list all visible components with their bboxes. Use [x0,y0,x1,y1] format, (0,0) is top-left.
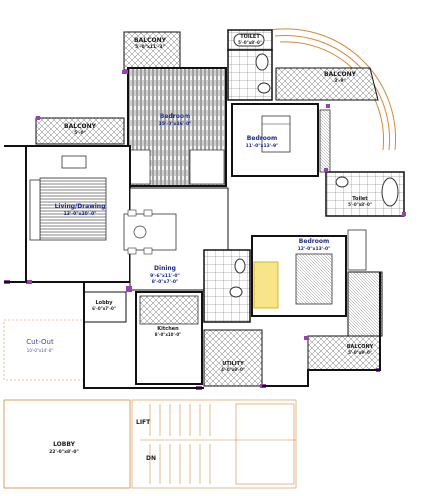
outer-walls [4,145,381,389]
room-bedroom-lower: Bedroom 12'-0"x13'-0" [251,229,367,317]
svg-text:13'-0"x20'-0": 13'-0"x20'-0" [64,211,97,217]
room-bedroom-master: Bedroom 15'-0"x16'-0" [127,67,227,187]
room-small-toilets [203,249,251,323]
svg-text:Lobby: Lobby [95,300,113,306]
room-kitchen: Kitchen 8'-0"x10'-0" [135,291,203,385]
room-balcony-bottom: BALCONY 5'-0"x9'-0" [307,271,383,371]
svg-text:8'-0"x7'-0": 8'-0"x7'-0" [152,279,179,285]
svg-text:12'-0"x13'-0": 12'-0"x13'-0" [298,246,331,252]
room-toilet-top: TOILET 5'-0"x8'-0" [227,29,273,101]
room-balcony-left: BALCONY 5'-0" [35,117,125,145]
svg-text:Kitchen: Kitchen [157,326,179,332]
svg-text:TOILET: TOILET [240,34,260,40]
svg-text:BALCONY: BALCONY [324,71,357,78]
svg-text:5'-0": 5'-0" [74,130,86,136]
svg-text:5'-0"x11'-3": 5'-0"x11'-3" [135,44,165,50]
svg-text:LOBBY: LOBBY [53,441,76,448]
svg-text:11'-0"x13'-9": 11'-0"x13'-9" [246,143,279,149]
svg-text:Cut-Out: Cut-Out [26,338,54,346]
svg-text:Living/Drawing: Living/Drawing [55,203,106,210]
room-bedroom-mid: Bedroom 11'-0"x13'-9" [231,103,331,177]
room-lobby-main: LOBBY 22'-0"x8'-0" [3,399,131,489]
svg-text:Bedroom: Bedroom [247,135,277,142]
stair-down-label: DN [146,455,156,462]
svg-text:9'-6"x11'-0": 9'-6"x11'-0" [150,273,180,279]
svg-text:15'-0"x16'-0": 15'-0"x16'-0" [159,121,192,127]
svg-text:BALCONY: BALCONY [134,37,167,44]
room-lobby-small: Lobby 6'-0"x7'-0" [83,291,127,323]
svg-text:BALCONY: BALCONY [347,344,374,350]
svg-text:6'-0"x7'-0": 6'-0"x7'-0" [92,306,116,311]
svg-text:22'-0"x8'-0": 22'-0"x8'-0" [49,449,79,455]
room-balcony-top-left: BALCONY 5'-0"x11'-3" [123,31,181,71]
staircase [131,399,297,489]
room-living: Living/Drawing 13'-0"x20'-0" [25,145,131,283]
svg-text:Dining: Dining [154,265,176,272]
svg-text:5'-0"x8'-0": 5'-0"x8'-0" [238,40,262,45]
svg-text:8'-0"x10'-0": 8'-0"x10'-0" [155,332,181,337]
room-cutout: Cut-Out 10'-0"x14'-0" [3,319,85,381]
svg-text:3'-9": 3'-9" [334,78,346,84]
svg-text:Bedroom: Bedroom [299,238,329,245]
svg-text:4'-0"x8'-0": 4'-0"x8'-0" [221,367,245,372]
stair-up-label: LIFT [136,419,151,426]
svg-text:10'-0"x14'-0": 10'-0"x14'-0" [27,348,54,353]
room-utility: UTILITY 4'-0"x8'-0" [203,329,263,387]
svg-text:Bedroom: Bedroom [160,113,190,120]
svg-text:Toilet: Toilet [352,196,368,202]
svg-text:5'-0"x9'-0": 5'-0"x9'-0" [348,350,372,355]
room-toilet-right: Toilet 5'-0"x8'-0" [325,171,405,217]
room-balcony-right: BALCONY 3'-9" [275,67,379,101]
svg-text:UTILITY: UTILITY [222,361,244,367]
svg-text:BALCONY: BALCONY [64,123,97,130]
svg-text:5'-0"x8'-0": 5'-0"x8'-0" [348,202,372,207]
